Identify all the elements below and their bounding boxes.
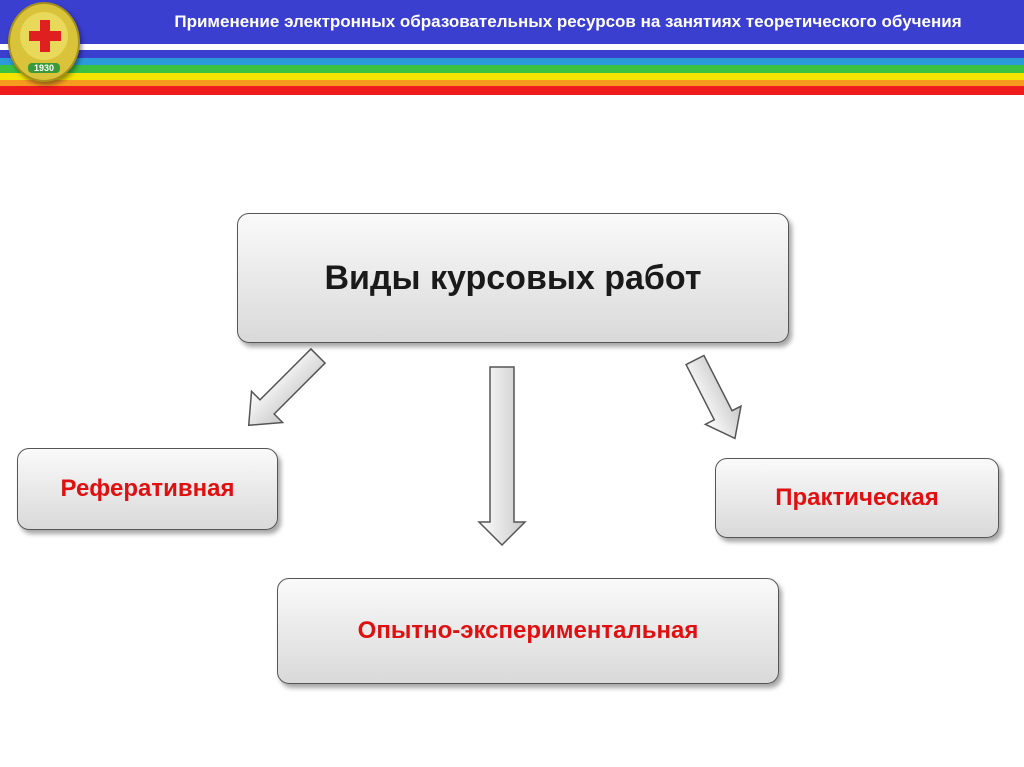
node-practical: Практическая: [715, 458, 999, 538]
arrow-right: [685, 354, 742, 440]
college-logo: 1930: [8, 2, 80, 82]
arrow-left: [247, 347, 327, 427]
header-banner: Применение электронных образовательных р…: [0, 0, 1024, 96]
node-experimental: Опытно-экспериментальная: [277, 578, 779, 684]
slide-title: Применение электронных образовательных р…: [174, 12, 962, 31]
arrow-down: [477, 366, 527, 547]
node-referative: Реферативная: [17, 448, 278, 530]
logo-year: 1930: [28, 63, 60, 73]
root-node: Виды курсовых работ: [237, 213, 789, 343]
